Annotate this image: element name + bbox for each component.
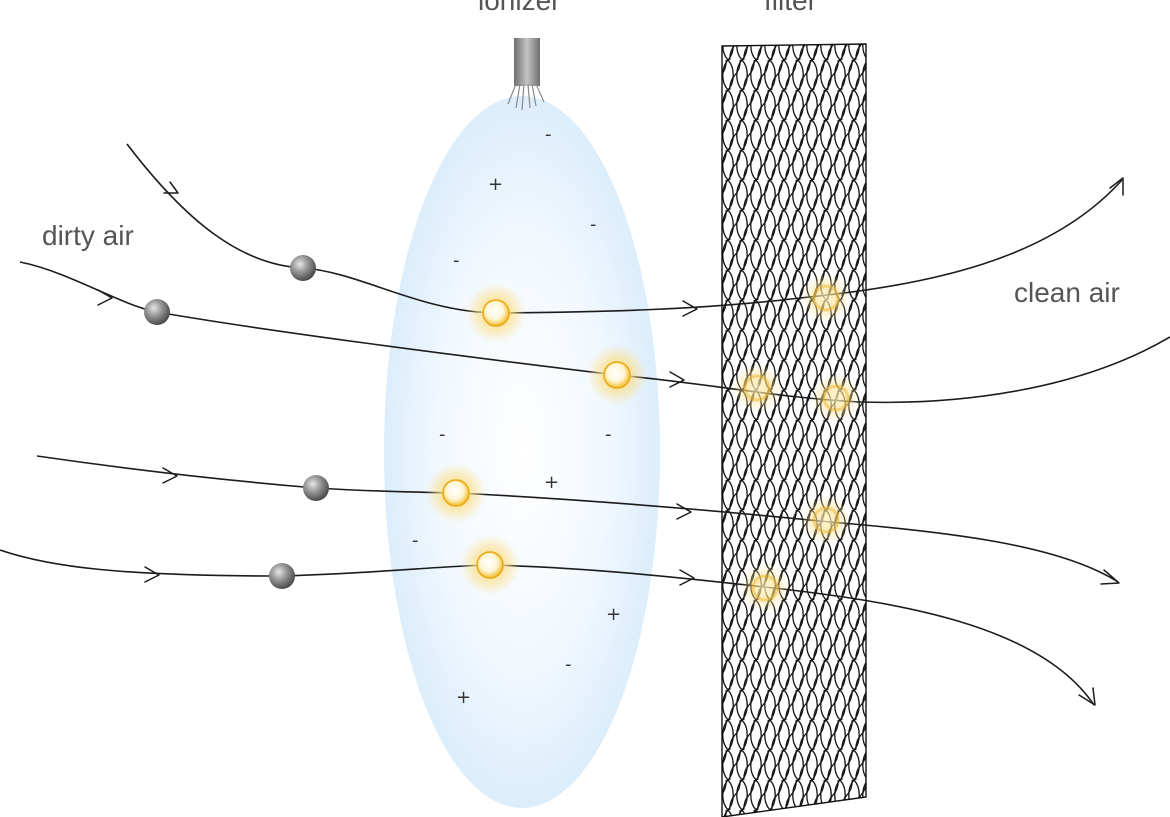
positive-charge: +	[606, 604, 621, 625]
flow-arrow-icon	[1109, 177, 1124, 196]
dirty-air-label: dirty air	[42, 220, 134, 251]
ion-charges: - + - - - - + - + - +	[412, 124, 621, 708]
uncharged-particles	[144, 255, 329, 589]
negative-charge: -	[453, 250, 460, 271]
positive-charge: +	[544, 472, 559, 493]
charged-particle	[466, 283, 526, 343]
flow-arrow-icon	[1078, 687, 1096, 706]
filter-mesh-icon	[721, 43, 867, 817]
charged-particle	[426, 463, 486, 523]
negative-charge: -	[605, 424, 612, 445]
charged-particle	[460, 535, 520, 595]
negative-charge: -	[439, 424, 446, 445]
flow-arrow-icon	[144, 566, 160, 583]
flow-arrow-icon	[163, 181, 179, 194]
flow-arrow-icon	[1100, 569, 1120, 585]
captured-particles	[733, 274, 860, 612]
dust-particle	[290, 255, 316, 281]
clean-air-label: clean air	[1014, 277, 1120, 308]
flow-arrow-icon	[676, 503, 692, 520]
ion-cloud	[384, 96, 660, 808]
flow-path-3	[36, 455, 1119, 583]
flow-path-1	[126, 143, 1123, 314]
positive-charge: +	[456, 687, 471, 708]
flow-arrow-icon	[669, 371, 685, 388]
positive-charge: +	[488, 174, 503, 195]
captured-particle	[802, 274, 850, 322]
charged-particles	[426, 283, 647, 595]
negative-charge: -	[545, 124, 552, 145]
dust-particle	[303, 475, 329, 501]
negative-charge: -	[412, 530, 419, 551]
captured-particle	[741, 564, 789, 612]
negative-charge: -	[565, 654, 572, 675]
dust-particle	[269, 563, 295, 589]
flow-arrow-icon	[97, 289, 113, 306]
ionizer-emitter-icon	[507, 38, 545, 111]
charged-particle	[587, 345, 647, 405]
dust-particle	[144, 299, 170, 325]
ionizer-label: ionizer	[478, 0, 560, 16]
negative-charge: -	[590, 214, 597, 235]
flow-arrow-icon	[97, 177, 1124, 706]
captured-particle	[812, 374, 860, 422]
captured-particle	[802, 496, 850, 544]
captured-particle	[733, 364, 781, 412]
filter-label: filter	[764, 0, 817, 16]
flow-arrow-icon	[679, 569, 695, 586]
flow-arrow-icon	[162, 467, 178, 484]
flow-arrow-icon	[682, 300, 698, 317]
